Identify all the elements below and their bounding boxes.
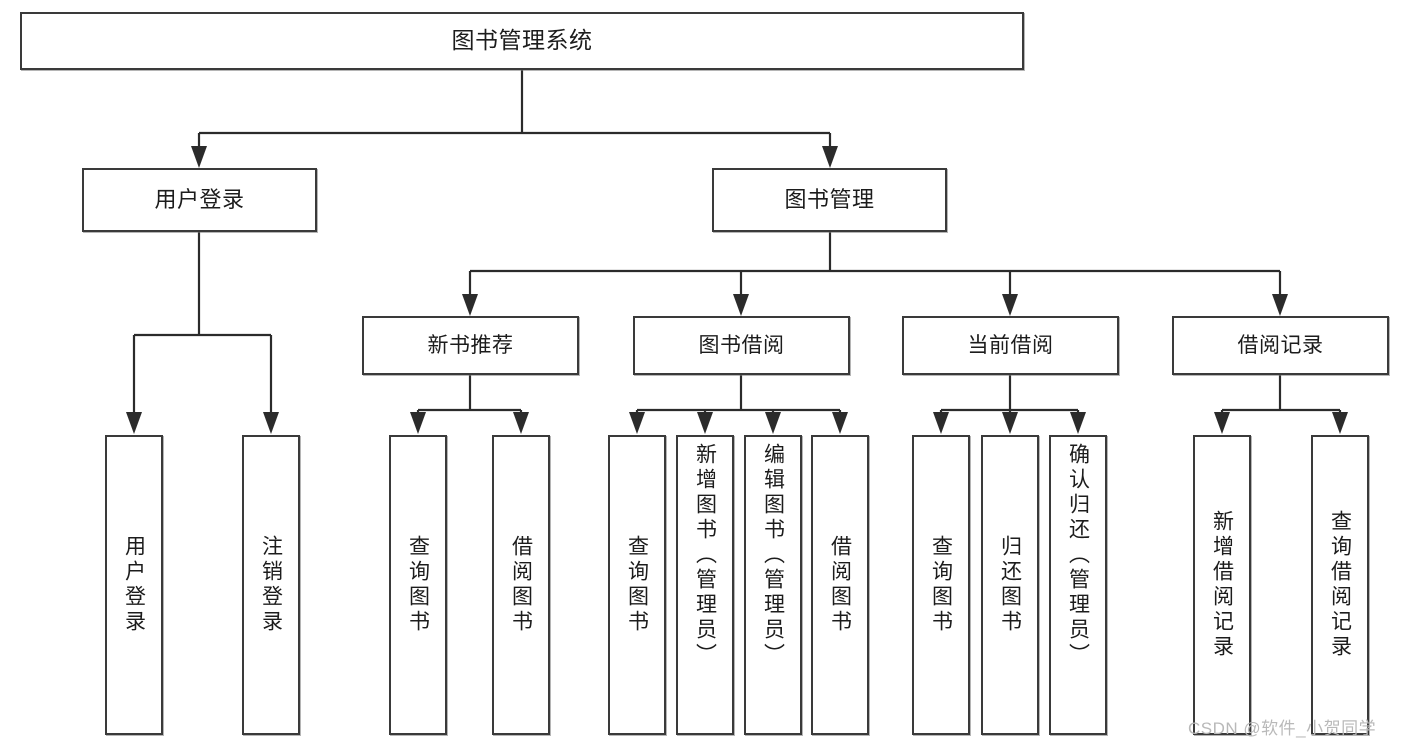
node-label: 编辑图书（管理员）: [761, 443, 785, 668]
node-leaf-return-book[interactable]: 归还图书: [981, 435, 1039, 735]
arrowhead-new-book-rec: [462, 294, 478, 316]
node-label: 用户登录: [154, 186, 245, 212]
node-leaf-borrow-book-1[interactable]: 借阅图书: [492, 435, 550, 735]
node-label: 查询图书: [929, 535, 953, 635]
node-leaf-logout[interactable]: 注销登录: [242, 435, 300, 735]
node-label: 图书借阅: [698, 333, 785, 357]
node-leaf-confirm-return[interactable]: 确认归还（管理员）: [1049, 435, 1107, 735]
node-label: 注销登录: [259, 535, 283, 635]
csdn-watermark: CSDN @软件_小贺同学: [1188, 719, 1377, 738]
arrowhead-current-borrow: [1002, 294, 1018, 316]
node-label: 当前借阅: [967, 333, 1054, 357]
node-leaf-edit-book[interactable]: 编辑图书（管理员）: [744, 435, 802, 735]
arrowhead-leaf-confirm-return: [1070, 412, 1086, 434]
arrowhead-leaf-logout: [263, 412, 279, 434]
node-label: 查询图书: [625, 535, 649, 635]
node-label: 借阅记录: [1237, 333, 1324, 357]
node-label: 新书推荐: [427, 333, 514, 357]
node-root-system[interactable]: 图书管理系统: [20, 12, 1024, 70]
node-label: 查询图书: [406, 535, 430, 635]
node-leaf-borrow-book-2[interactable]: 借阅图书: [811, 435, 869, 735]
arrowhead-borrow-record: [1272, 294, 1288, 316]
node-leaf-query-record[interactable]: 查询借阅记录: [1311, 435, 1369, 735]
node-leaf-user-login[interactable]: 用户登录: [105, 435, 163, 735]
arrowhead-leaf-query-record: [1332, 412, 1348, 434]
arrowhead-leaf-add-book: [697, 412, 713, 434]
arrowhead-leaf-query-book-1: [410, 412, 426, 434]
node-label: 归还图书: [998, 535, 1022, 635]
arrowhead-leaf-user-login: [126, 412, 142, 434]
arrowhead-book-manage: [822, 146, 838, 168]
node-label: 图书管理系统: [451, 27, 593, 54]
arrowhead-book-borrow: [733, 294, 749, 316]
node-leaf-add-book[interactable]: 新增图书（管理员）: [676, 435, 734, 735]
arrowhead-leaf-query-book-2: [629, 412, 645, 434]
node-label: 图书管理: [784, 186, 875, 212]
node-label: 确认归还（管理员）: [1066, 443, 1090, 668]
node-label: 新增借阅记录: [1210, 510, 1234, 660]
node-current-borrow[interactable]: 当前借阅: [902, 316, 1119, 375]
arrowhead-leaf-return-book: [1002, 412, 1018, 434]
node-leaf-query-book-2[interactable]: 查询图书: [608, 435, 666, 735]
node-label: 查询借阅记录: [1328, 510, 1352, 660]
node-borrow-record[interactable]: 借阅记录: [1172, 316, 1389, 375]
arrowhead-leaf-borrow-book-2: [832, 412, 848, 434]
node-book-borrow[interactable]: 图书借阅: [633, 316, 850, 375]
arrowhead-leaf-query-book-3: [933, 412, 949, 434]
arrowhead-leaf-add-record: [1214, 412, 1230, 434]
node-label: 借阅图书: [828, 535, 852, 635]
node-leaf-query-book-1[interactable]: 查询图书: [389, 435, 447, 735]
node-label: 借阅图书: [509, 535, 533, 635]
node-label: 新增图书（管理员）: [693, 443, 717, 668]
arrowhead-user-login: [191, 146, 207, 168]
node-label: 用户登录: [122, 535, 146, 635]
arrowhead-leaf-edit-book: [765, 412, 781, 434]
node-leaf-query-book-3[interactable]: 查询图书: [912, 435, 970, 735]
node-new-book-recommend[interactable]: 新书推荐: [362, 316, 579, 375]
node-leaf-add-record[interactable]: 新增借阅记录: [1193, 435, 1251, 735]
node-user-login[interactable]: 用户登录: [82, 168, 317, 232]
arrowhead-leaf-borrow-book-1: [513, 412, 529, 434]
node-book-manage[interactable]: 图书管理: [712, 168, 947, 232]
